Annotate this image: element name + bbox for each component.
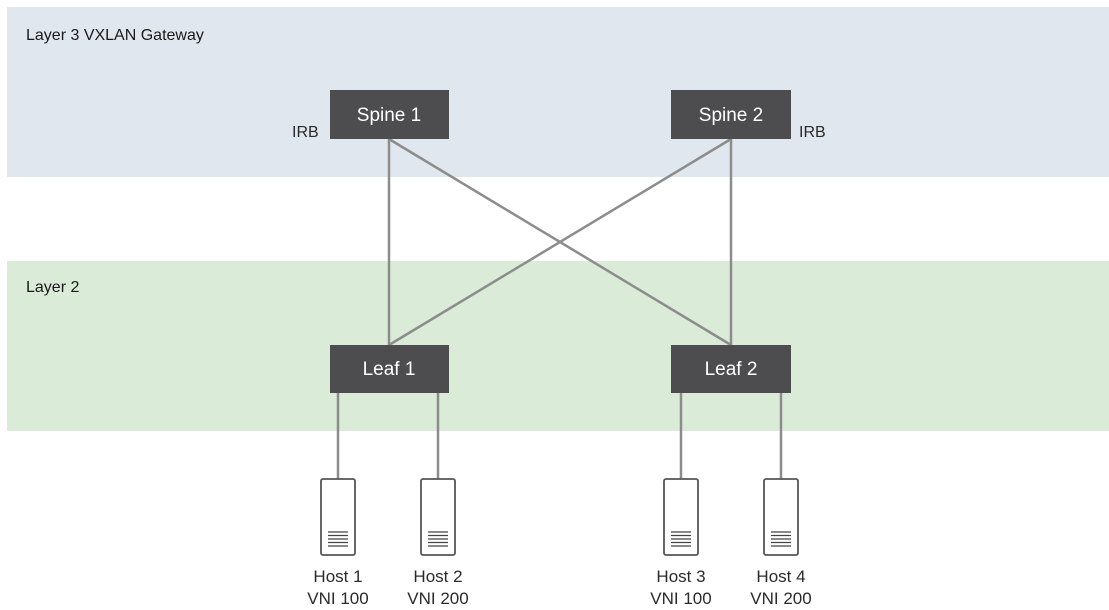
leaf-2-node[interactable]: Leaf 2: [671, 345, 791, 393]
host-vni-label: VNI 200: [750, 589, 811, 608]
leaf-1-label: Leaf 1: [363, 359, 416, 380]
spine-2-label: Spine 2: [699, 105, 763, 126]
host-vni-label: VNI 200: [407, 589, 468, 608]
host-vni-label: VNI 100: [650, 589, 711, 608]
server-icon: [763, 478, 799, 556]
host-name-label: Host 4: [756, 567, 805, 586]
layer3-zone: [7, 7, 1109, 177]
server-icon: [420, 478, 456, 556]
spine-2-irb-label: IRB: [799, 124, 826, 141]
host-4[interactable]: Host 4 VNI 200: [750, 478, 812, 608]
host-vni-label: VNI 100: [307, 589, 368, 608]
host-1[interactable]: Host 1 VNI 100: [307, 478, 369, 608]
spine-1-irb-label: IRB: [292, 124, 319, 141]
layer2-zone: [7, 261, 1109, 431]
server-icon: [663, 478, 699, 556]
leaf-2-label: Leaf 2: [705, 359, 758, 380]
host-links: [336, 393, 783, 479]
spine-2-node[interactable]: Spine 2: [671, 90, 791, 139]
layer2-zone-label: Layer 2: [26, 279, 79, 296]
host-name-label: Host 3: [656, 567, 705, 586]
spine-1-node[interactable]: Spine 1: [330, 90, 449, 139]
host-name-label: Host 2: [413, 567, 462, 586]
server-icon: [320, 478, 356, 556]
host-name-label: Host 1: [313, 567, 362, 586]
leaf-1-node[interactable]: Leaf 1: [330, 345, 449, 393]
layer3-zone-label: Layer 3 VXLAN Gateway: [26, 27, 204, 44]
host-2[interactable]: Host 2 VNI 200: [407, 478, 469, 608]
spine-1-label: Spine 1: [357, 105, 421, 126]
host-3[interactable]: Host 3 VNI 100: [650, 478, 712, 608]
fabric-links: [387, 137, 733, 347]
link-spine2-leaf1: [388, 137, 732, 347]
